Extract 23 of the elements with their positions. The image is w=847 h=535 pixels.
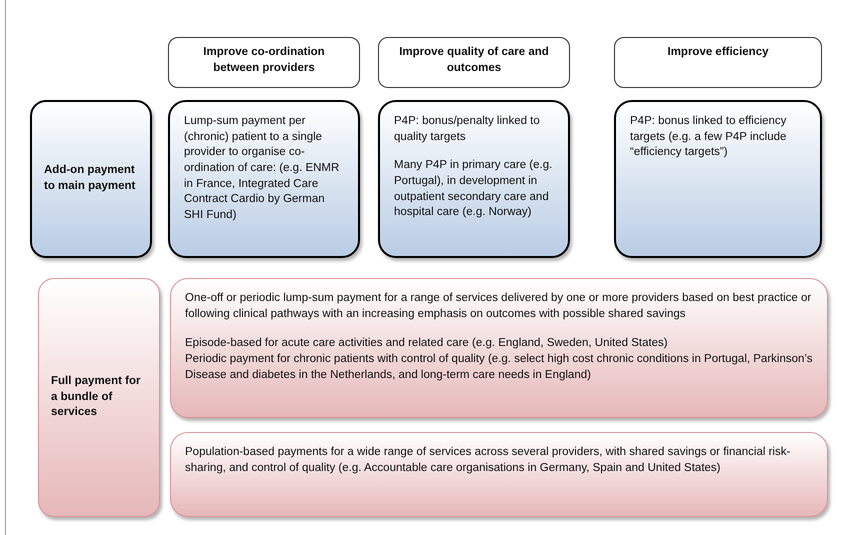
description-text: P4P: bonus/penalty linked to quality targets [394, 114, 541, 145]
description-text: Periodic payment for chronic patients with control of quality (e.g. select high cost chronic conditions in Portugal, Parkinson’s Disease and diabetes in the Netherlands, and long-term care needs in England) [185, 352, 813, 382]
row-heading: Add-on payment to main payment [44, 163, 136, 194]
description-text: Population-based payments for a wide range of services across several providers, with shared savings or financial risk-sharing, and control of quality (e.g. Accountable care organisations in Germany, Spain and United States) [185, 445, 792, 476]
column-heading: Improve co-ordination between providers [202, 45, 326, 76]
description-text: One-off or periodic lump-sum payment for a range of services delivered by one or more providers based on best practice or following clinical pathways with an increasing emphasis on outcomes with possible shared savings [185, 291, 812, 322]
heading-box [168, 37, 360, 88]
row-label-box [30, 100, 152, 258]
column-heading: Improve quality of care and outcomes [398, 45, 550, 76]
content-box [614, 100, 822, 258]
heading-box [378, 37, 570, 88]
description-text: P4P: bonus linked to efficiency targets (e.g. a few P4P include “efficiency targets”) [630, 114, 788, 160]
row-heading: Full payment for a bundle of services [51, 374, 142, 420]
description-text: Many P4P in primary care (e.g. Portugal), in development in outpatient secondary care and hospital care (e.g. Norway) [394, 158, 554, 220]
row-label-box [38, 278, 160, 517]
column-heading: Improve efficiency [668, 45, 768, 60]
content-box [168, 100, 360, 258]
heading-box [614, 37, 822, 88]
description-text: Lump-sum payment per (chronic) patient to a single provider to organise co-ordination of care: (e.g. ENMR in France, Integrated Care Contract Cardio by German SHI Fund) [184, 114, 340, 223]
content-box [170, 432, 828, 517]
description-text: Episode-based for acute care activities and related care (e.g. England, Sweden, United States) [185, 336, 669, 352]
content-box [378, 100, 570, 258]
content-box [170, 278, 828, 418]
